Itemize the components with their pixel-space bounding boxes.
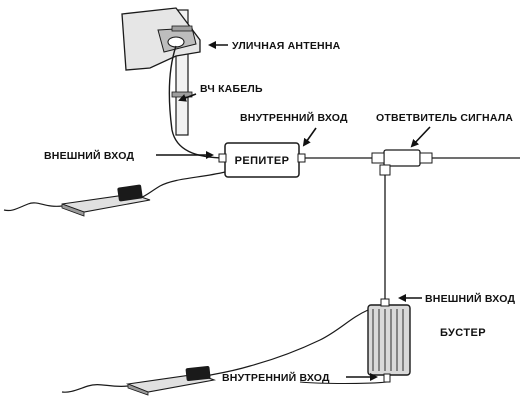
booster-heatsink (372, 309, 404, 371)
splitter-port-left (371, 152, 385, 164)
label-indoor-input-top: ВНУТРЕННИЙ ВХОД (240, 111, 348, 124)
booster-port-bottom (383, 373, 391, 383)
label-outdoor-input-right: ВНЕШНИЙ ВХОД (425, 292, 515, 305)
splitter-body (383, 149, 421, 167)
label-outdoor-input-left: ВНЕШНИЙ ВХОД (44, 149, 134, 162)
booster-unit (367, 298, 411, 383)
splitter-port-bottom (379, 164, 391, 176)
power-adapter-top (3, 184, 151, 217)
power-adapter-bottom (61, 365, 217, 396)
antenna-connector (167, 36, 185, 48)
label-rf-cable: ВЧ КАБЕЛЬ (200, 83, 263, 95)
power-strip-bottom-side (127, 383, 149, 396)
arrow-splitter (410, 126, 431, 148)
power-adapter-top-cord (3, 202, 63, 212)
booster-bottom-cord (299, 381, 388, 385)
power-adapter-bottom-cord (61, 383, 129, 393)
label-outdoor-antenna: УЛИЧНАЯ АНТЕННА (232, 40, 341, 52)
repeater-power-cord (139, 171, 226, 199)
label-booster: БУСТЕР (440, 327, 486, 339)
label-splitter: ОТВЕТВИТЕЛЬ СИГНАЛА (376, 112, 513, 124)
label-indoor-input-bottom: ВНУТРЕННИЙ ВХОД (222, 371, 330, 384)
power-plug-top (117, 184, 143, 202)
mast-bracket-top (171, 25, 193, 32)
splitter-port-right (419, 152, 433, 164)
outdoor-antenna (121, 7, 201, 136)
power-strip-top-side (61, 203, 85, 217)
repeater-label: РЕПИТЕР (235, 155, 290, 167)
power-plug-bottom (185, 365, 211, 382)
repeater-unit: РЕПИТЕР (218, 142, 306, 178)
signal-splitter (371, 149, 433, 176)
booster-port-top (380, 298, 390, 307)
arrow-rf-cable (178, 93, 197, 102)
booster-power-cord (204, 309, 369, 377)
repeater-port-right (297, 153, 306, 163)
repeater-port-left (218, 153, 227, 163)
arrow-indoor-input-top (302, 127, 317, 147)
booster-body (367, 304, 411, 376)
